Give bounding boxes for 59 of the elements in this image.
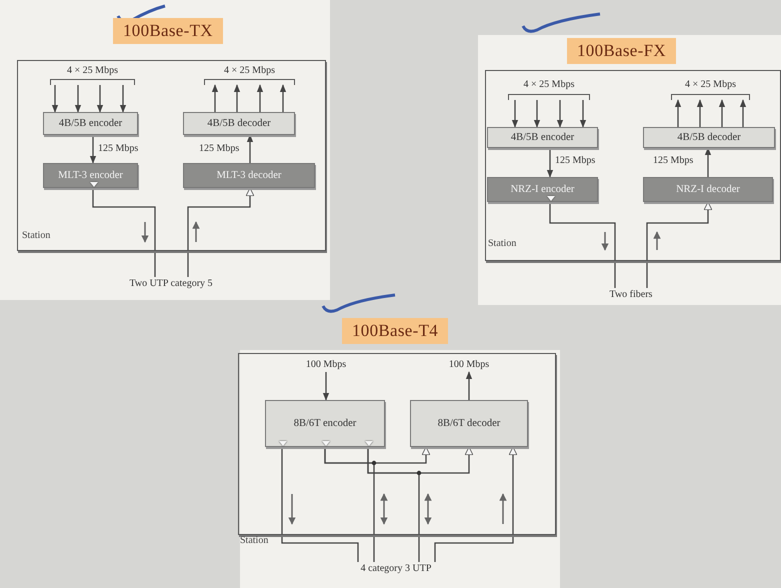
block-coder-block: 4B/5B encoder <box>43 112 138 135</box>
arrow <box>704 147 712 177</box>
bracketed-rate-label: 4 × 25 Mbps <box>204 64 295 85</box>
edge-label: 125 Mbps <box>554 155 596 166</box>
cable-label: 4 category 3 UTP <box>351 562 441 576</box>
arrow <box>246 134 254 163</box>
cable-label: 100 Mbps <box>298 358 354 372</box>
arrow <box>556 100 564 128</box>
bracketed-rate-label: 4 × 25 Mbps <box>671 78 750 100</box>
arrow <box>580 100 586 128</box>
block-coder-block: 8B/6T encoder <box>265 400 385 447</box>
wire <box>281 447 359 562</box>
block-coder-block: 4B/5B decoder <box>643 127 775 148</box>
arrow <box>466 371 472 400</box>
arrow <box>546 148 554 178</box>
line-coder-block: NRZ-I decoder <box>643 177 773 202</box>
section-heading: 100Base-T4 <box>342 318 448 344</box>
arrow <box>212 84 218 112</box>
block-coder-block: 4B/5B decoder <box>183 112 295 135</box>
wire <box>92 188 156 277</box>
arrow <box>718 99 726 127</box>
arrow <box>512 100 518 128</box>
edge-label: 125 Mbps <box>652 155 694 166</box>
station-label: Station <box>240 535 268 546</box>
arrow <box>674 99 682 127</box>
arrow <box>96 85 104 113</box>
bracketed-rate-label: 4 × 25 Mbps <box>50 64 135 85</box>
arrow <box>740 99 746 127</box>
wire <box>549 202 616 288</box>
wire <box>367 447 420 562</box>
arrow <box>534 100 540 128</box>
arrow <box>696 99 704 127</box>
arrow <box>434 446 518 562</box>
cable-label: Two UTP category 5 <box>126 277 216 291</box>
station-label: Station <box>488 238 516 249</box>
cable-label: 100 Mbps <box>441 358 497 372</box>
line-coder-block: MLT-3 encoder <box>43 163 138 188</box>
arrow <box>256 84 264 112</box>
section-heading: 100Base-TX <box>113 18 223 44</box>
arrow <box>74 85 82 113</box>
arrow <box>234 84 240 112</box>
arrow <box>187 188 254 277</box>
wire <box>324 447 375 562</box>
arrow <box>280 84 286 112</box>
line-coder-block: MLT-3 decoder <box>183 163 315 188</box>
arrow <box>120 85 126 113</box>
section-heading: 100Base-FX <box>567 38 676 64</box>
block-coder-block: 8B/6T decoder <box>410 400 528 447</box>
line-coder-block: NRZ-I encoder <box>487 177 598 202</box>
edge-label: 125 Mbps <box>198 143 240 154</box>
station-label: Station <box>22 230 50 241</box>
arrow <box>322 372 330 401</box>
arrow <box>52 85 58 113</box>
arrow <box>646 202 712 288</box>
cable-label: Two fibers <box>606 288 656 302</box>
bracketed-rate-label: 4 × 25 Mbps <box>508 78 590 100</box>
block-coder-block: 4B/5B encoder <box>487 127 598 148</box>
arrow <box>90 135 96 164</box>
edge-label: 125 Mbps <box>97 143 140 154</box>
